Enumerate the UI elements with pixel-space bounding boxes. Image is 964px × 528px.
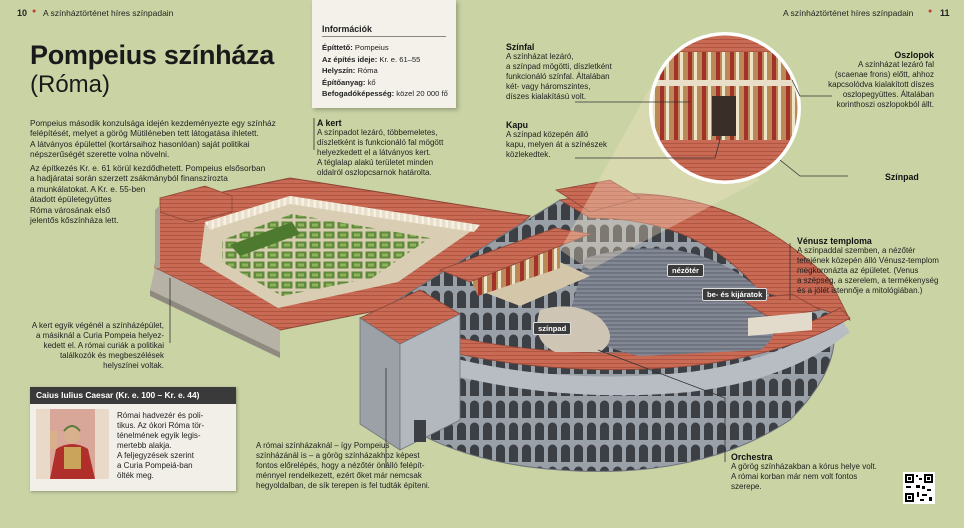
page-subtitle: (Róma) [30,71,111,98]
left-bullet-icon: ● [32,8,37,15]
nezoter-tag: nézőtér [667,264,705,277]
left-running-title: A színháztörténet híres színpadain [43,8,174,18]
info-row: Az építés ideje: Kr. e. 61–55 [322,54,421,64]
szinpad-tag: színpad [533,322,572,335]
info-row: Építőanyag: kő [322,77,376,87]
cavea-seats [568,248,775,356]
caius-box: Caius Iulius Caesar (Kr. e. 100 – Kr. e.… [30,387,236,491]
right-bullet-icon: ● [928,8,933,15]
caius-text: Római hadvezér és poli- tikus. Az ókori … [117,411,205,480]
venus-temple [748,312,812,336]
kapu-caption: Kapu A színpad közepén álló kapu, melyen… [506,120,607,159]
orchestra-area [537,306,610,352]
zoom-gate [712,96,736,136]
left-page-number: 10 [17,8,28,18]
qr-code-icon[interactable] [903,472,935,504]
venusz-caption: Vénusz temploma A színpaddal szemben, a … [797,236,939,295]
scaenae-frons [468,246,560,296]
info-row: Építtető: Pompeius [322,43,389,52]
bejaratok-tag: be- és kijáratok [702,288,768,301]
szinpad-zoom-label: Színpad [885,172,919,182]
page-header: 10 ● A színháztörténet híres színpadain … [0,0,964,22]
kert-vegen-caption: A kert egyik végénél a színházépület, a … [31,321,164,370]
leader-lines [169,79,848,468]
page-title: Pompeius színháza [30,40,274,70]
info-box: Információk Építtető: Pompeius Az építés… [312,0,456,108]
caesar-portrait [36,409,109,479]
kert-caption: A kert A színpadot lezáró, többemeletes,… [317,118,444,177]
oszlopok-caption: Oszlopok A színházat lezáró fal (scaenae… [828,50,934,109]
right-running-title: A színháztörténet híres színpadain [783,8,914,18]
info-row: Befogadóképesség: közel 20 000 fő [322,89,448,99]
orchestra-caption: Orchestra A görög színházakban a kórus h… [731,452,877,491]
szinfal-caption: Színfal A színházat lezáró, a színpad mö… [506,42,612,101]
right-page-number: 11 [940,8,950,18]
intro-paragraph-2: Az építkezés Kr. e. 61 körül kezdődhetet… [30,163,266,226]
romai-caption: A római színházaknál – így Pompeius szín… [256,441,430,490]
intro-paragraph-1: Pompeius második konzulsága idején kezde… [30,118,276,160]
stage-floor [478,262,590,306]
info-row: Helyszín: Róma [322,66,378,76]
theatre-building [359,179,851,472]
zoom-inset [649,32,801,184]
caius-title: Caius Iulius Caesar (Kr. e. 100 – Kr. e.… [30,387,236,404]
info-title: Információk [322,24,446,37]
garden-complex [150,177,532,358]
